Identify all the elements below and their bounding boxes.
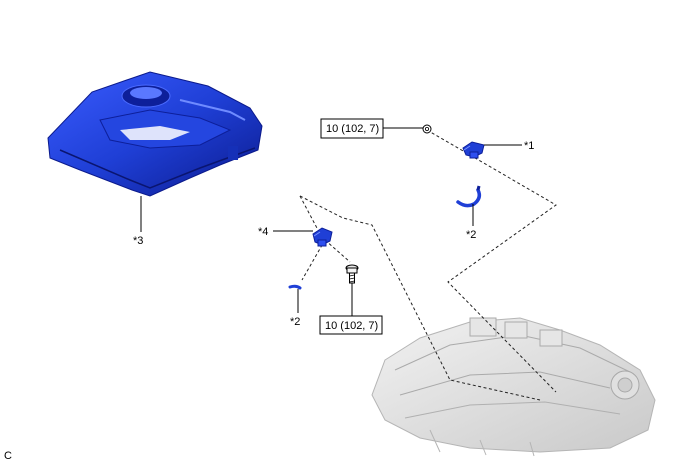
callout-3-label: *3 xyxy=(133,235,143,247)
callout-2-lower-label: *2 xyxy=(290,316,300,328)
callout-4-label: *4 xyxy=(258,226,268,238)
engine-cover xyxy=(47,71,263,197)
sensor-part-4 xyxy=(312,227,333,247)
hose-part-2-upper xyxy=(456,185,482,208)
torque-spec-lower: 10 (102, 7) xyxy=(319,315,383,335)
figure-code: C xyxy=(4,450,12,462)
installation-path-lines xyxy=(299,129,557,401)
callout-1-label: *1 xyxy=(524,140,534,152)
engine-assembly xyxy=(371,317,656,457)
torque-spec-upper: 10 (102, 7) xyxy=(320,118,423,139)
nut xyxy=(422,124,432,134)
callout-2-upper-label: *2 xyxy=(466,229,476,241)
torque-value-upper: 10 (102, 7) xyxy=(326,123,379,135)
hose-part-2-lower xyxy=(288,284,302,290)
sensor-part-1 xyxy=(462,141,485,159)
torque-value-lower: 10 (102, 7) xyxy=(325,320,378,332)
bolt xyxy=(345,264,359,284)
